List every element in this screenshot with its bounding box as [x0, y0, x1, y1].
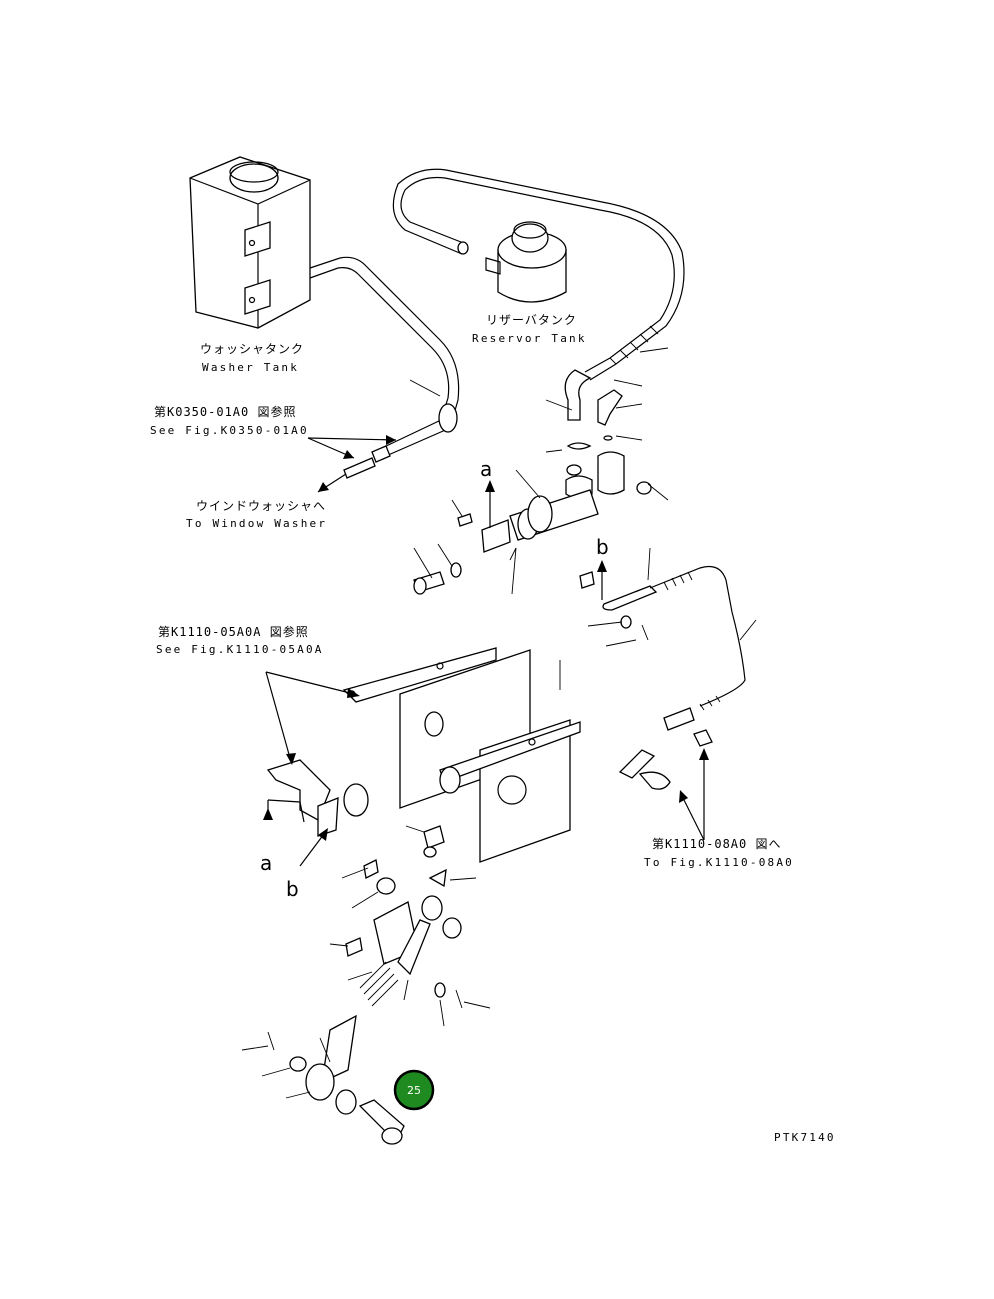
reservoir-hose — [392, 168, 685, 450]
arrows — [263, 435, 709, 867]
washer-tank-en-label: Washer Tank — [202, 361, 299, 374]
pedal-bracket — [342, 647, 581, 863]
ref-k1110-05-en-label: See Fig.K1110-05A0A — [156, 643, 324, 656]
pedal-arm — [266, 759, 369, 837]
marker-a-top: a — [480, 457, 492, 481]
washer-tank-jp-label: ウォッシャタンク — [200, 342, 304, 356]
lower-parts — [267, 825, 463, 1145]
drawing-code: PTK7140 — [774, 1131, 836, 1144]
reservoir-tank-en-label: Reservor Tank — [472, 332, 587, 345]
washer-hose — [309, 256, 460, 479]
ref-k0350-jp-label: 第K0350-01A0 図参照 — [154, 404, 296, 419]
reservoir-tank — [485, 221, 567, 303]
bolt-washer-set — [413, 547, 517, 595]
marker-a-bottom: a — [260, 851, 272, 875]
ref-k1110-05-jp-label: 第K1110-05A0A 図参照 — [158, 624, 309, 639]
master-cylinder — [457, 451, 652, 553]
hotspot-number[interactable]: 25 — [407, 1084, 421, 1097]
ref-k1110-08-jp-label: 第K1110-08A0 図へ — [652, 837, 781, 851]
part-hotspot-25[interactable]: 25 — [393, 1069, 435, 1111]
marker-b-top: b — [596, 535, 609, 559]
ref-k1110-08-en-label: To Fig.K1110-08A0 — [644, 856, 794, 869]
window-washer-jp-label: ウインドウォッシャへ — [196, 499, 326, 513]
reservoir-tank-jp-label: リザーバタンク — [486, 313, 577, 327]
leader-lines — [241, 347, 757, 1099]
clutch-cable — [579, 565, 746, 790]
window-washer-en-label: To Window Washer — [186, 517, 327, 530]
hotspot-circle[interactable] — [393, 1069, 435, 1111]
washer-tank — [189, 156, 311, 329]
marker-b-bottom: b — [286, 877, 299, 901]
ref-k0350-en-label: See Fig.K0350-01A0 — [150, 424, 309, 437]
